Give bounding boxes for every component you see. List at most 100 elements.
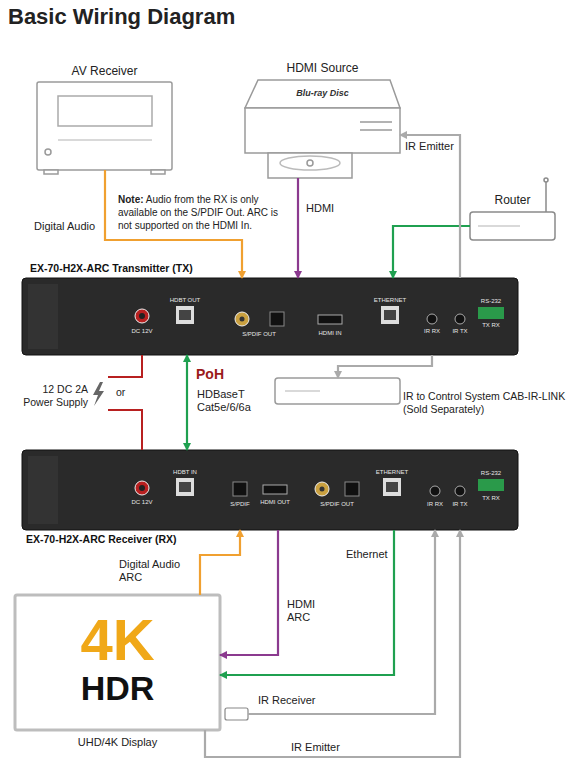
connector-label: IR Emitter (290, 741, 341, 754)
connector-label: IR Emitter (404, 140, 455, 153)
transmitter-housing (179, 310, 191, 320)
av-receiver-drawing (58, 139, 152, 141)
router-drawing (470, 212, 555, 240)
blu-ray-player-drawing (245, 80, 400, 108)
transmitter-housing (235, 312, 249, 326)
node-text: EX-70-H2X-ARC Receiver (RX) (26, 533, 177, 545)
power-wiring (108, 355, 142, 450)
port-label: DC 12V (131, 328, 152, 334)
blu-ray-player-drawing (360, 121, 392, 123)
callout-label: PoH (196, 366, 224, 382)
connector-label: Digital Audio (33, 220, 96, 233)
receiver-housing (22, 450, 518, 530)
callout-label: 12 DC 2A Power Supply (22, 383, 88, 408)
blu-ray-player-drawing (307, 160, 313, 166)
receiver-housing (176, 478, 194, 496)
device-node: IR to Control System CAB-IR-LINK (Sold S… (275, 378, 400, 404)
transmitter-housing (270, 312, 284, 326)
transmitter-housing (427, 314, 437, 324)
callout-label: or (116, 386, 125, 398)
connector-label: Digital Audio ARC (118, 558, 190, 584)
port-label: IR TX (452, 328, 467, 334)
receiver-housing (455, 486, 465, 496)
transmitter-housing (139, 313, 145, 319)
device-node: HDMI SourceBlu-ray Disc (245, 80, 400, 178)
transmitter-housing (381, 306, 399, 324)
cable-connector (200, 530, 240, 595)
note-text: Note: (118, 194, 144, 205)
receiver-housing (263, 485, 287, 494)
av-receiver-drawing (37, 82, 172, 174)
port-label: TX RX (482, 322, 500, 328)
cable-connector (297, 178, 299, 278)
control-system-drawing (275, 378, 400, 404)
port-label: HDBT OUT (170, 297, 201, 303)
diagram-title: Basic Wiring Diagram (8, 4, 235, 30)
transmitter-housing (478, 307, 504, 319)
port-label: HDMI IN (319, 330, 342, 336)
port-label: IR TX (452, 501, 467, 507)
router-drawing (478, 225, 520, 227)
receiver-housing (233, 482, 247, 496)
connector-label: HDMI (305, 202, 335, 215)
node-text: IR Receiver (258, 694, 315, 706)
node-text: UHD/4K Display (15, 736, 220, 748)
transmitter-housing (135, 309, 149, 323)
receiver-housing (179, 482, 191, 492)
control-system-drawing (275, 378, 400, 404)
node-text: Router (470, 193, 555, 207)
port-label: S/PDIF OUT (242, 331, 276, 337)
cable-connector (205, 530, 460, 757)
receiver-housing (345, 482, 359, 496)
ir-receiver-drawing (225, 708, 248, 720)
receiver-housing (383, 478, 401, 496)
transmitter-housing (455, 314, 465, 324)
port-label: TX RX (482, 495, 500, 501)
power-wiring (108, 410, 142, 450)
av-receiver-drawing (37, 82, 172, 170)
router-drawing (545, 180, 547, 212)
node-text: HDMI Source (245, 61, 400, 75)
port-label: IR RX (424, 328, 440, 334)
transmitter-housing (28, 284, 58, 349)
connector-label: HDMI ARC (286, 598, 322, 624)
connector-label: Ethernet (345, 548, 389, 561)
transmitter-housing (240, 317, 245, 322)
port-label: DC 12V (131, 499, 152, 505)
note-text: Note: Audio from the RX is only availabl… (118, 193, 290, 232)
blu-ray-player-drawing (245, 80, 400, 178)
connector-label: HDBaseT Cat5e/6/6a (196, 388, 260, 414)
ir-receiver-drawing (225, 708, 248, 720)
cable-connector (338, 355, 432, 378)
node-text: HDR (15, 671, 220, 705)
router-drawing (544, 178, 548, 182)
port-label: ETHERNET (376, 469, 408, 475)
transmitter-housing (384, 310, 396, 320)
display-drawing (15, 595, 220, 730)
control-system-drawing (285, 390, 320, 392)
receiver-housing (28, 456, 58, 524)
port-label: RS-232 (481, 298, 501, 304)
cable-connector (393, 226, 470, 278)
port-label: HDBT IN (173, 469, 197, 475)
av-receiver-drawing (58, 96, 152, 126)
power-wiring (108, 355, 142, 377)
device-node: EX-70-H2X-ARC Transmitter (TX) (22, 278, 518, 355)
receiver-housing (315, 482, 329, 496)
av-receiver-drawing (151, 170, 165, 174)
transmitter-housing (318, 315, 342, 324)
cable-connector (186, 355, 188, 450)
cable-connector (248, 530, 435, 714)
receiver-housing (320, 487, 325, 492)
blu-ray-player-drawing (360, 129, 392, 131)
node-text: AV Receiver (37, 64, 172, 78)
transmitter-housing (176, 306, 194, 324)
device-node: IR Receiver (225, 708, 248, 720)
node-text: IR to Control System CAB-IR-LINK (Sold S… (403, 390, 568, 416)
av-receiver-drawing (44, 170, 58, 174)
cable-connector (400, 135, 460, 278)
receiver-housing (135, 481, 149, 495)
port-label: RS-232 (481, 470, 501, 476)
receiver-housing (386, 482, 398, 492)
